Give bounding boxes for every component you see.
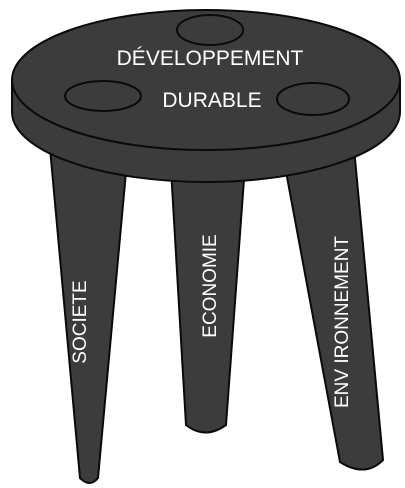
legs	[48, 146, 385, 484]
socket-center	[176, 14, 244, 46]
leg-label-environnement: ENV IRONNEMENT	[332, 236, 353, 408]
socket-right	[276, 82, 350, 116]
leg-center	[168, 151, 248, 434]
socket-left	[64, 80, 142, 112]
seat-title-line2: DURABLE	[162, 89, 261, 112]
seat-title-line1: DÉVELOPPEMENT	[117, 47, 304, 70]
leg-label-economie: ECONOMIE	[200, 234, 221, 337]
leg-right	[280, 146, 385, 471]
leg-label-societe: SOCIETE	[70, 280, 91, 363]
leg-left	[48, 146, 130, 484]
seat	[11, 9, 401, 183]
seat-top	[11, 9, 401, 151]
